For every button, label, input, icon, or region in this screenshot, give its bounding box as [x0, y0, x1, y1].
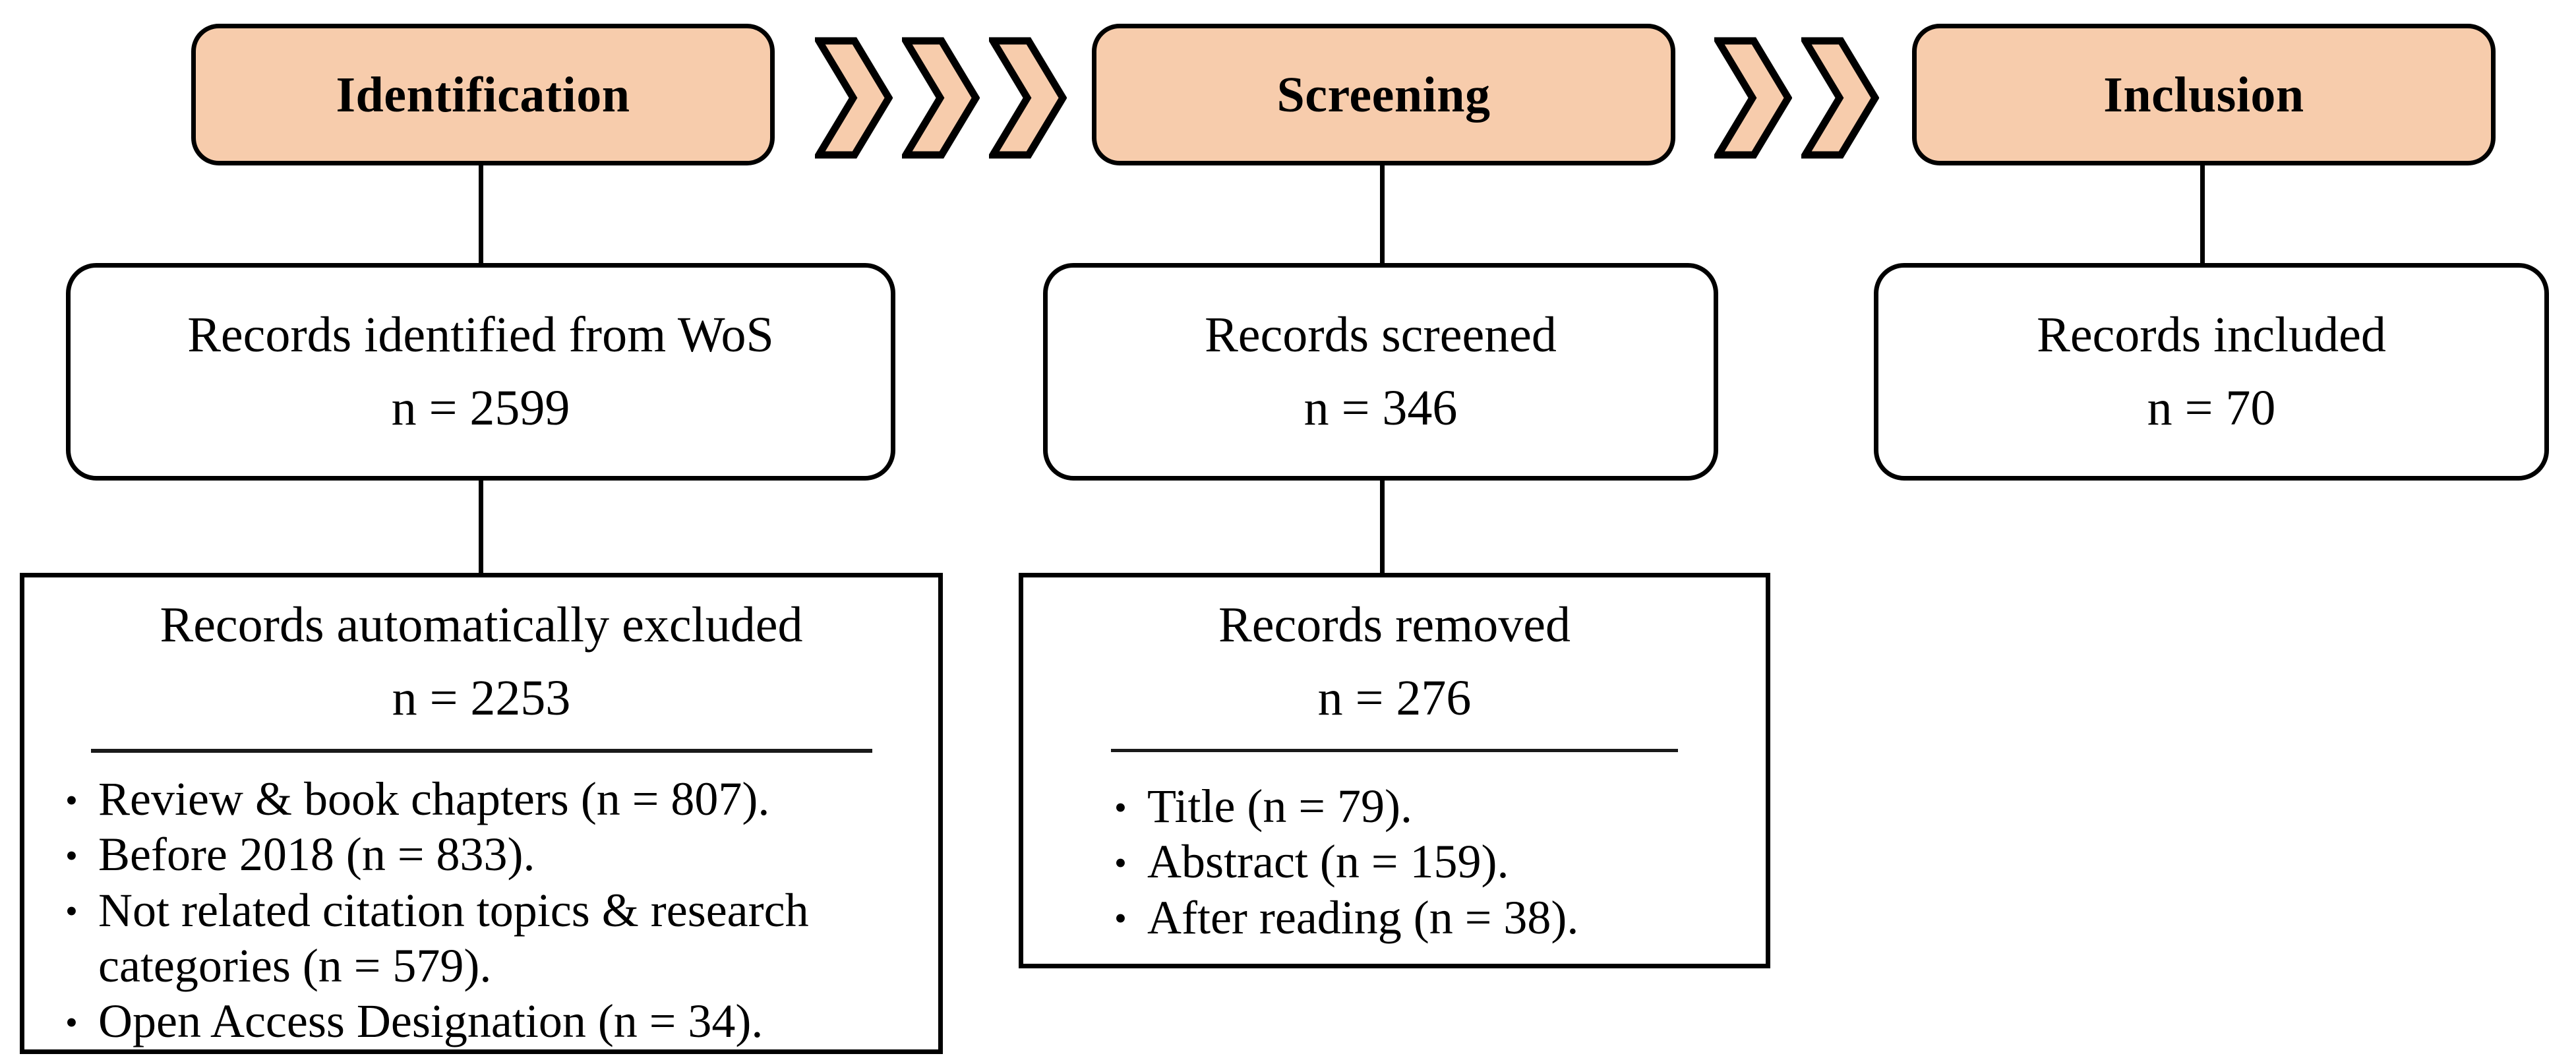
- detail-title-removed: Records removed: [1218, 597, 1571, 653]
- chevron-right-icon: [989, 37, 1067, 159]
- list-item-label: Before 2018 (n = 833).: [98, 828, 535, 881]
- detail-head-removed: Records removed n = 276: [1023, 577, 1766, 726]
- list-item: • Title (n = 79).: [1109, 779, 1746, 834]
- bullet-icon: •: [65, 780, 78, 820]
- record-count-screened: n = 346: [1303, 380, 1458, 436]
- record-box-included: Records included n = 70: [1874, 263, 2549, 481]
- list-item: • Open Access Designation (n = 34).: [60, 993, 918, 1049]
- list-item-label: Abstract (n = 159).: [1147, 835, 1509, 889]
- record-count-included: n = 70: [2147, 380, 2276, 436]
- list-item-label: Open Access Designation (n = 34).: [98, 995, 764, 1048]
- list-item: • After reading (n = 38).: [1109, 890, 1746, 945]
- list-item: • Abstract (n = 159).: [1109, 834, 1746, 889]
- detail-count-removed: n = 276: [1317, 670, 1472, 726]
- record-box-identified: Records identified from WoS n = 2599: [66, 263, 895, 481]
- connector-screened-to-removed: [1380, 481, 1385, 573]
- list-item-label: Review & book chapters (n = 807).: [98, 773, 770, 826]
- bullet-icon: •: [1114, 787, 1127, 827]
- record-title-included: Records included: [2037, 307, 2386, 363]
- chevron-right-icon: [902, 37, 980, 159]
- list-item: • Review & book chapters (n = 807).: [60, 771, 918, 827]
- connector-screening-to-screened: [1380, 165, 1385, 263]
- detail-divider: [1111, 749, 1678, 753]
- detail-divider: [90, 749, 872, 753]
- stage-label-identification: Identification: [336, 67, 630, 123]
- list-item-label: Title (n = 79).: [1147, 780, 1412, 833]
- detail-list-removed: • Title (n = 79). • Abstract (n = 159). …: [1109, 779, 1746, 945]
- connector-inclusion-to-included: [2200, 165, 2205, 263]
- bullet-icon: •: [1114, 898, 1127, 939]
- list-item: • Before 2018 (n = 833).: [60, 827, 918, 882]
- list-item-label: Not related citation topics & research c…: [98, 883, 809, 992]
- stage-label-inclusion: Inclusion: [2103, 67, 2304, 123]
- detail-title-auto-excluded: Records automatically excluded: [160, 597, 803, 653]
- bullet-icon: •: [65, 1002, 78, 1042]
- detail-count-auto-excluded: n = 2253: [392, 670, 571, 726]
- list-item-label: After reading (n = 38).: [1147, 891, 1579, 944]
- bullet-icon: •: [65, 891, 78, 931]
- chevron-right-icon: [1714, 37, 1792, 159]
- detail-list-auto-excluded: • Review & book chapters (n = 807). • Be…: [60, 771, 918, 1049]
- record-box-screened: Records screened n = 346: [1043, 263, 1718, 481]
- record-count-identified: n = 2599: [391, 380, 570, 436]
- stage-box-identification: Identification: [191, 24, 775, 165]
- connector-identified-to-auto-excluded: [479, 481, 483, 573]
- chevron-right-icon: [815, 37, 893, 159]
- chevron-group-identification-to-screening: [815, 37, 1067, 159]
- detail-box-auto-excluded: Records automatically excluded n = 2253 …: [20, 573, 943, 1054]
- stage-box-screening: Screening: [1092, 24, 1675, 165]
- record-title-screened: Records screened: [1205, 307, 1557, 363]
- detail-head-auto-excluded: Records automatically excluded n = 2253: [24, 577, 938, 726]
- connector-identification-to-identified: [479, 165, 483, 263]
- chevron-right-icon: [1801, 37, 1879, 159]
- bullet-icon: •: [1114, 843, 1127, 883]
- stage-box-inclusion: Inclusion: [1912, 24, 2496, 165]
- detail-box-removed: Records removed n = 276 • Title (n = 79)…: [1019, 573, 1770, 968]
- bullet-icon: •: [65, 836, 78, 876]
- stage-label-screening: Screening: [1276, 67, 1491, 123]
- record-title-identified: Records identified from WoS: [187, 307, 774, 363]
- list-item: • Not related citation topics & research…: [60, 883, 918, 993]
- chevron-group-screening-to-inclusion: [1714, 37, 1879, 159]
